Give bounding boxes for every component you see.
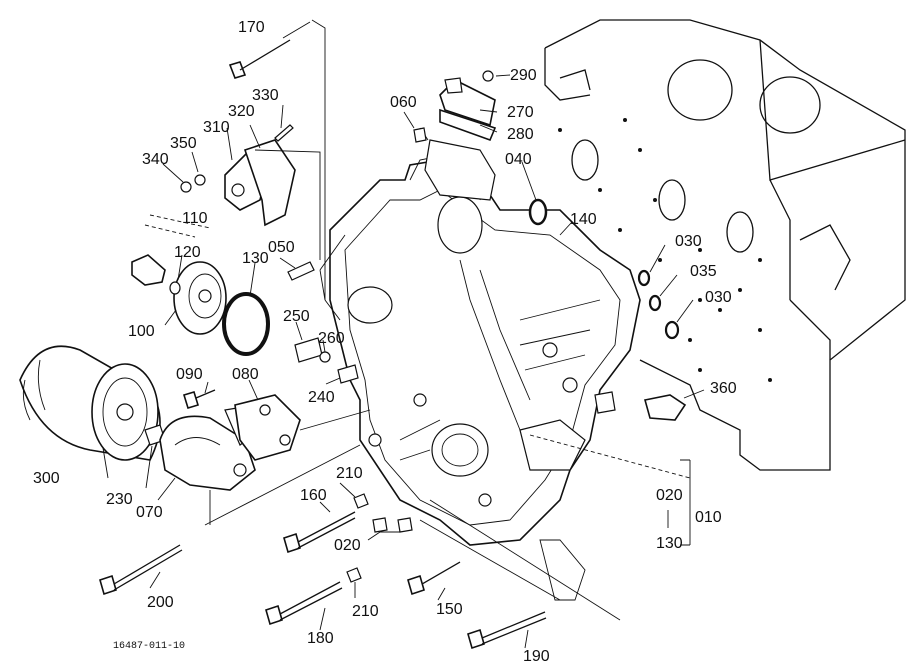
water-flange-270	[419, 70, 497, 201]
label-130: 130	[242, 250, 269, 267]
label-060: 060	[390, 94, 417, 111]
label-030a: 030	[675, 233, 702, 250]
label-100: 100	[128, 323, 155, 340]
label-190: 190	[523, 648, 550, 665]
label-260: 260	[318, 330, 345, 347]
label-210a: 210	[336, 465, 363, 482]
nut-210a	[353, 493, 369, 509]
label-040: 040	[505, 151, 532, 168]
label-280: 280	[507, 126, 534, 143]
label-020a: 020	[334, 537, 361, 554]
bolt-330	[274, 124, 294, 142]
label-130b: 130	[656, 535, 683, 552]
bolt-180	[265, 581, 343, 626]
label-090: 090	[176, 366, 203, 383]
label-330: 330	[252, 87, 279, 104]
label-080: 080	[232, 366, 259, 383]
washer-350	[194, 174, 206, 186]
label-020b: 020	[656, 487, 683, 504]
plug-020a	[372, 517, 388, 533]
label-240: 240	[308, 389, 335, 406]
bolt-170	[228, 39, 291, 79]
leader-lines	[102, 19, 705, 649]
nut-340	[180, 181, 192, 193]
label-340: 340	[142, 151, 169, 168]
label-070: 070	[136, 504, 163, 521]
ring-260	[319, 351, 331, 363]
plug-110	[131, 254, 166, 286]
label-140: 140	[570, 211, 597, 228]
bolt-200	[99, 544, 183, 596]
oil-pump-cover-100	[173, 261, 227, 335]
engine-block	[544, 19, 906, 471]
label-250: 250	[283, 308, 310, 325]
bolt-190	[467, 611, 547, 650]
label-110: 110	[182, 210, 208, 227]
o-ring-120	[169, 281, 181, 295]
label-120: 120	[174, 244, 201, 261]
label-150: 150	[436, 601, 463, 618]
flange-080	[234, 394, 301, 461]
o-ring-040	[528, 198, 548, 226]
nut-210b	[346, 567, 362, 583]
label-210b: 210	[352, 603, 379, 620]
spring-240	[337, 364, 359, 384]
oil-filter-300	[19, 345, 161, 461]
label-270: 270	[507, 104, 534, 121]
plug-020b	[397, 517, 413, 533]
bolt-050	[287, 261, 315, 281]
label-230: 230	[106, 491, 133, 508]
bolt-150	[407, 561, 461, 596]
label-360: 360	[710, 380, 737, 397]
gear-case-140	[319, 148, 641, 601]
thermostat-310	[224, 139, 296, 227]
label-035: 035	[690, 263, 717, 280]
o-ring-130	[222, 292, 270, 356]
label-050: 050	[268, 239, 295, 256]
part-labels: 170 330 320 310 350 340 110 120 130 050 …	[33, 19, 737, 665]
bolt-090	[182, 389, 216, 409]
label-290: 290	[510, 67, 537, 84]
label-310: 310	[203, 119, 230, 136]
o-ring-030b	[664, 320, 680, 340]
label-010: 010	[695, 509, 722, 526]
label-300: 300	[33, 470, 60, 487]
label-320: 320	[228, 103, 255, 120]
o-ring-030a	[637, 269, 651, 287]
label-160: 160	[300, 487, 327, 504]
label-350: 350	[170, 135, 197, 152]
bolt-160	[283, 511, 356, 554]
label-170: 170	[238, 19, 265, 36]
label-200: 200	[147, 594, 174, 611]
pin-060	[413, 127, 427, 143]
plug-360	[643, 394, 687, 421]
label-030b: 030	[705, 289, 732, 306]
label-180: 180	[307, 630, 334, 647]
drawing-number: 16487-011-10	[113, 641, 185, 652]
o-ring-035	[648, 294, 662, 312]
